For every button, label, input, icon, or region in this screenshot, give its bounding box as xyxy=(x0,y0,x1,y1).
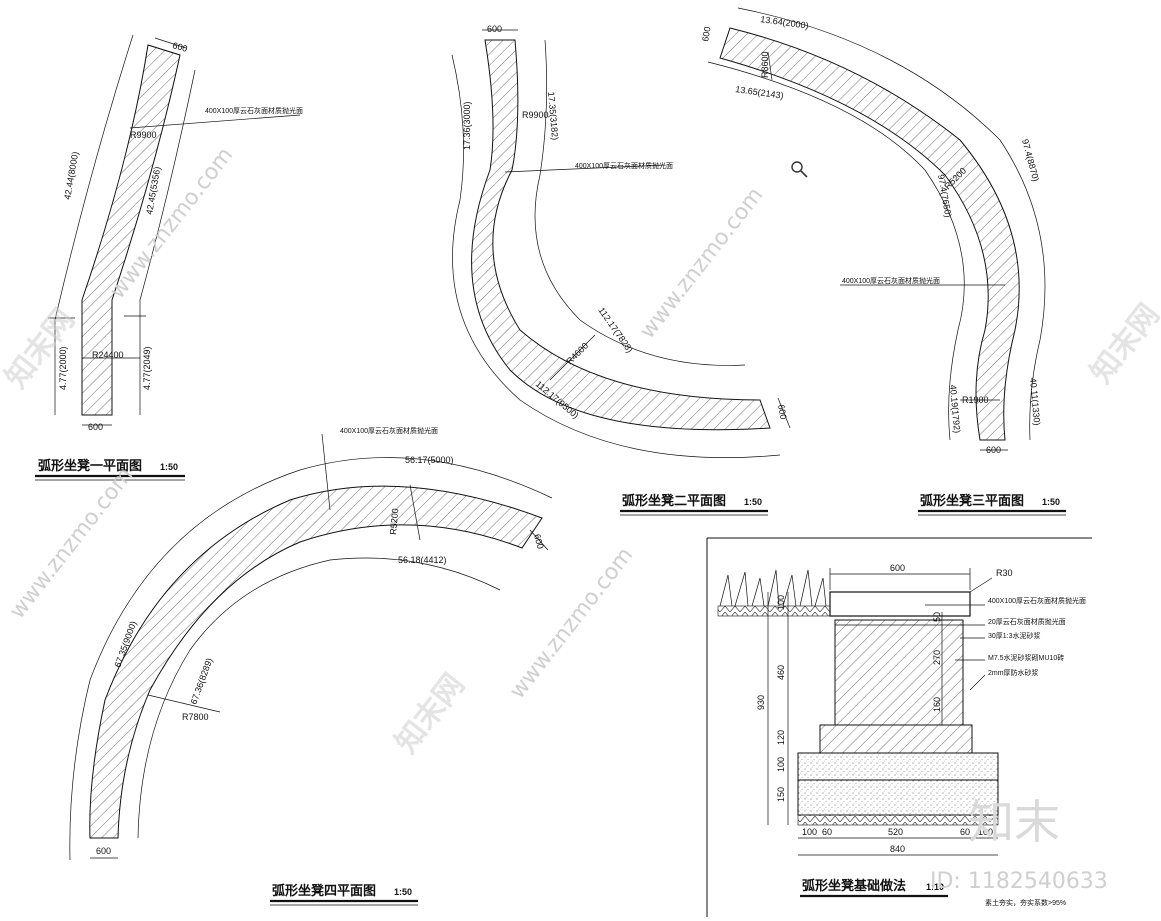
section-layer-1: 400X100厚云石灰面材质抛光面 xyxy=(988,596,1086,605)
section-masonry xyxy=(834,619,964,726)
plan2-radius-a: R9900 xyxy=(522,110,549,120)
section-dim-bottom-total: 840 xyxy=(890,844,905,854)
watermark-site-2: www.znzmo.com xyxy=(635,183,768,344)
plan2-width-top: 600 xyxy=(487,24,502,34)
section-concrete xyxy=(797,752,999,781)
section-bottom-note: 素土夯实，夯实系数>95% xyxy=(985,898,1066,907)
plan4-radius-b: R7800 xyxy=(182,712,209,722)
section-layer-5: 2mm厚防水砂浆 xyxy=(988,668,1039,677)
section-dim-left-4: 100 xyxy=(776,757,786,772)
plan1-radius-b: R24400 xyxy=(92,350,124,360)
section-dim-right-3: 160 xyxy=(932,697,942,712)
magnifier-icon[interactable] xyxy=(791,161,808,178)
plan3-note: 400X100厚云石灰面材质抛光面 xyxy=(842,276,940,285)
section-dim-bottom-1: 100 xyxy=(802,827,817,837)
plan3-scale: 1:50 xyxy=(1042,497,1060,507)
plan2-bench-body xyxy=(471,39,771,431)
plan-2: 600 R9900 400X100厚云石灰面材质抛光面 17.36(3000) … xyxy=(451,24,791,516)
plan3-title: 弧形坐凳三平面图 xyxy=(920,493,1024,508)
plan4-note: 400X100厚云石灰面材质抛光面 xyxy=(340,426,438,435)
plan1-straight-right: 4.77(2049) xyxy=(142,346,152,390)
plan4-width-bottom: 600 xyxy=(96,846,111,856)
section-earth xyxy=(797,814,999,826)
watermark-site-4: www.znzmo.com xyxy=(5,463,138,624)
section-dim-bottom-2: 60 xyxy=(822,827,832,837)
plan2-left-arc: 17.36(3000) xyxy=(462,101,472,150)
plan2-title: 弧形坐凳二平面图 xyxy=(622,493,726,508)
plan1-radius-a: R9900 xyxy=(130,130,157,140)
plan3-bottom-right: 40.11(1330) xyxy=(1028,377,1042,426)
section-layer-3: 30厚1:3水泥砂浆 xyxy=(988,631,1041,640)
plan4-width-end: 600 xyxy=(532,533,546,550)
plan2-right-arc: 17.35(3182) xyxy=(546,91,560,140)
plan3-width-start: 600 xyxy=(700,26,712,43)
plan3-bottom-left: 40.19(1792) xyxy=(948,384,962,433)
plan1-arc-outer: 42.44(8000) xyxy=(62,151,80,201)
plan3-radius-a: R8600 xyxy=(760,51,770,78)
plan3-outer-arc: 97.4(8870) xyxy=(1020,138,1041,183)
watermark-logo: 知末 xyxy=(968,795,1060,849)
section-dim-right-1: 50 xyxy=(932,612,942,622)
plan3-width-bottom: 600 xyxy=(986,445,1001,455)
watermark-brand-3: 知末网 xyxy=(1085,298,1161,389)
plan4-bench-body xyxy=(89,485,543,839)
plan-1: 600 400X100厚云石灰面材质抛光面 R9900 42.44(8000) … xyxy=(35,34,303,481)
section-dim-total: 930 xyxy=(756,695,766,710)
section-gravel xyxy=(797,779,999,816)
section-dim-left-3: 120 xyxy=(776,730,786,745)
plan3-bench-body xyxy=(719,27,1020,441)
plan3-radius-c: R1900 xyxy=(962,395,989,405)
section-dim-right-2: 270 xyxy=(932,650,942,665)
foundation-section: 600 R30 400X100厚云石灰面材质抛光面 20厚云石灰面材质抛光面 3… xyxy=(706,537,1092,917)
section-dim-left-1: 100 xyxy=(776,595,786,610)
plan1-scale: 1:50 xyxy=(160,462,178,472)
plan4-top-inner: 56.18(4412) xyxy=(398,555,447,565)
watermark-id: ID: 1182540633 xyxy=(930,869,1108,894)
section-dim-bottom-4: 60 xyxy=(960,827,970,837)
plan-4: 400X100厚云石灰面材质抛光面 56.17(5000) R5200 56.1… xyxy=(69,426,553,906)
section-width-top: 600 xyxy=(890,563,905,573)
plan-3: 600 13.64(2000) R8600 13.65(2143) 97.4(8… xyxy=(700,7,1066,516)
plan2-note: 400X100厚云石灰面材质抛光面 xyxy=(575,161,673,170)
plan3-top-inner: 13.65(2143) xyxy=(735,84,784,101)
watermark-site-3: www.znzmo.com xyxy=(505,543,638,704)
section-dim-bottom-3: 520 xyxy=(888,827,903,837)
plan3-top-outer: 13.64(2000) xyxy=(760,14,809,31)
section-layer-4: M7.5水泥砂浆砌MU10砖 xyxy=(988,653,1064,662)
section-dim-left-2: 460 xyxy=(776,665,786,680)
section-r-label: R30 xyxy=(996,568,1013,578)
plan2-scale: 1:50 xyxy=(744,497,762,507)
plan1-bench-body xyxy=(81,44,181,416)
plan1-straight-left: 4.77(2000) xyxy=(58,346,68,390)
watermark-brand-1: 知末网 xyxy=(0,303,81,394)
plan2-width-end: 600 xyxy=(776,404,788,421)
section-seat-slab xyxy=(829,591,971,617)
plan1-note: 400X100厚云石灰面材质抛光面 xyxy=(205,106,303,115)
plan2-radius-b: R4600 xyxy=(564,341,590,367)
plan1-width-bottom: 600 xyxy=(88,422,103,432)
plan4-title: 弧形坐凳四平面图 xyxy=(272,883,376,898)
plan4-top-outer: 56.17(5000) xyxy=(405,455,454,465)
plan2-inner-arc: 112.17(7828) xyxy=(596,305,635,354)
watermark-brand-2: 知末网 xyxy=(390,668,471,759)
section-dim-bottom-5: 100 xyxy=(978,827,993,837)
section-dim-left-5: 150 xyxy=(776,787,786,802)
section-title: 弧形坐凳基础做法 xyxy=(802,878,906,893)
grass-symbol xyxy=(719,569,827,607)
plan4-left-inner: 67.36(8289) xyxy=(188,657,214,706)
plan4-scale: 1:50 xyxy=(394,887,412,897)
plan4-radius-a: R5200 xyxy=(388,508,400,535)
plan1-title: 弧形坐凳一平面图 xyxy=(38,458,142,473)
section-scale: 1:10 xyxy=(926,882,944,892)
section-layer-2: 20厚云石灰面材质抛光面 xyxy=(988,617,1066,626)
section-footing xyxy=(819,724,973,754)
plan1-width-top: 600 xyxy=(171,40,188,54)
